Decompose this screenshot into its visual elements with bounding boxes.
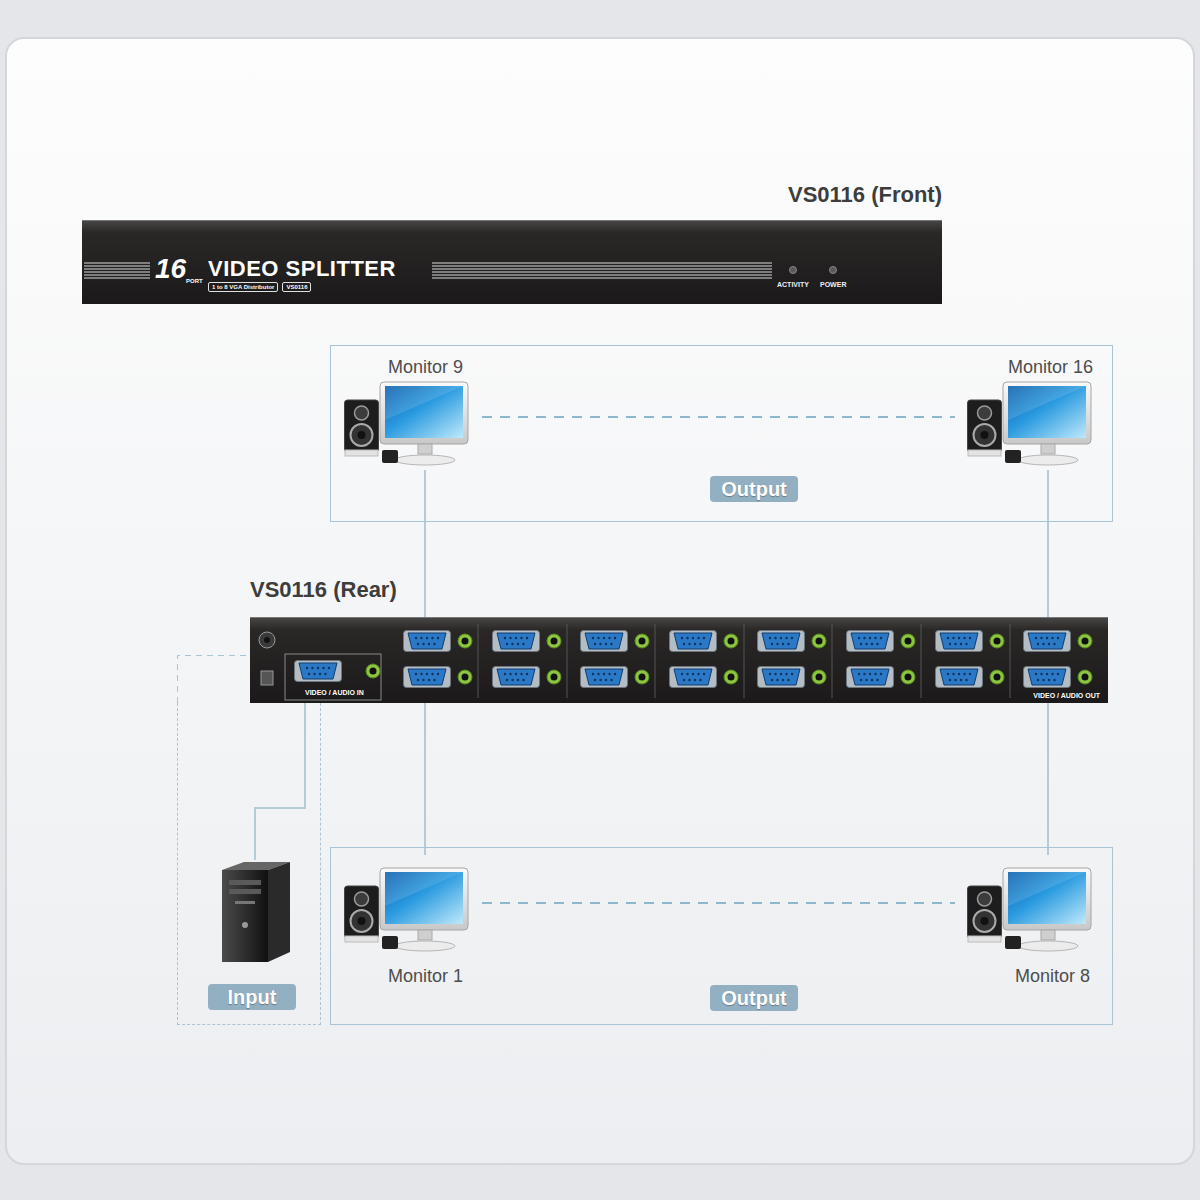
front-stripes [84, 263, 772, 278]
vga-output-port [758, 631, 805, 652]
vga-input-port [295, 661, 342, 682]
port-caption: PORT [186, 278, 203, 285]
monitor-icon [345, 868, 469, 951]
input-region-edge [178, 656, 250, 704]
monitor-label: Monitor 16 [1008, 357, 1093, 378]
video-cable [1047, 703, 1049, 855]
monitor-series-dash [482, 417, 955, 903]
power-switch [259, 632, 275, 648]
monitor-label: Monitor 9 [388, 357, 463, 378]
audio-output-jack [1078, 634, 1092, 648]
power-switch-center [264, 637, 270, 643]
monitor-icon [968, 868, 1092, 951]
monitor-label: Monitor 1 [388, 966, 463, 987]
audio-output-jack [547, 634, 561, 648]
audio-input-jack [366, 664, 380, 678]
input-badge: Input [208, 984, 296, 1010]
audio-output-jack [1078, 670, 1092, 684]
input-region: Input [177, 703, 321, 1025]
video-cable [1047, 470, 1049, 617]
vga-output-port [404, 631, 451, 652]
monitor-icon [968, 382, 1092, 465]
pc-side [268, 862, 290, 962]
pc-button [242, 922, 248, 928]
port-label: VIDEO / AUDIO OUT [1033, 692, 1100, 700]
pc-drive-bay [229, 889, 261, 894]
output-region: Monitor 1 Monitor 8 Output [330, 847, 1113, 1025]
rear-housing [250, 617, 1108, 703]
audio-output-jack [724, 634, 738, 648]
audio-output-jack [635, 670, 649, 684]
vga-output-port [493, 667, 540, 688]
vga-output-port [581, 667, 628, 688]
output-badge: Output [710, 985, 798, 1011]
vga-output-port [581, 631, 628, 652]
vga-output-port [1024, 631, 1071, 652]
vga-output-port [404, 667, 451, 688]
led-label: ACTIVITY [777, 281, 809, 289]
audio-output-jack [724, 670, 738, 684]
pc-slot [235, 901, 255, 904]
video-cable [424, 470, 426, 617]
audio-output-jack [458, 670, 472, 684]
panel-heading: VS0116 (Front) [788, 182, 942, 207]
vga-output-port [847, 631, 894, 652]
monitor-node: Monitor 16 [965, 355, 1105, 470]
product-subtitle: 1 to 8 VGA Distributor [208, 282, 278, 292]
vga-output-port [670, 631, 717, 652]
front-panel: VS0116 (Front)16PORTVIDEO SPLITTER1 to 8… [82, 220, 942, 304]
monitor-node: Monitor 9 [345, 355, 475, 470]
model-number: VS0116 [282, 282, 311, 292]
audio-output-jacks [458, 634, 1092, 684]
monitor-icon [345, 382, 469, 465]
vga-output-port [670, 667, 717, 688]
port-count: 16 [155, 255, 186, 283]
audio-output-jack [990, 670, 1004, 684]
audio-output-jack [990, 634, 1004, 648]
product-name: VIDEO SPLITTER [208, 258, 396, 280]
front-housing [82, 220, 942, 304]
power-jack [261, 671, 273, 685]
audio-output-jack [458, 634, 472, 648]
audio-output-jack [812, 634, 826, 648]
monitor-node: Monitor 1 [345, 855, 475, 990]
port-dividers [478, 624, 1010, 698]
vga-output-port [936, 667, 983, 688]
monitor-label: Monitor 8 [1015, 966, 1090, 987]
input-port-frame [285, 654, 381, 700]
pc-front [222, 870, 268, 962]
pc-drive-bay [229, 880, 261, 885]
monitor-node: Monitor 8 [965, 855, 1105, 990]
vga-output-port [493, 631, 540, 652]
port-label: VIDEO / AUDIO IN [305, 689, 364, 697]
activity-led [790, 267, 797, 274]
audio-output-jack [812, 670, 826, 684]
rear-highlight [250, 617, 1108, 618]
front-highlight [82, 220, 942, 221]
vga-output-port [847, 667, 894, 688]
vga-output-port [1024, 667, 1071, 688]
audio-output-jack [635, 634, 649, 648]
output-badge: Output [710, 476, 798, 502]
vga-output-ports [404, 631, 1071, 688]
output-region: Monitor 9 Monitor 16 Output [330, 345, 1113, 522]
audio-output-jack [901, 634, 915, 648]
audio-output-jack [547, 670, 561, 684]
power-led [830, 267, 837, 274]
vga-output-port [758, 667, 805, 688]
vga-output-port [936, 631, 983, 652]
led-label: POWER [820, 281, 846, 289]
video-cable [255, 703, 305, 860]
rear-panel: VS0116 (Rear)VIDEO / AUDIO INVIDEO / AUD… [250, 617, 1108, 703]
background-panel [6, 38, 1194, 1164]
panel-heading: VS0116 (Rear) [250, 577, 397, 602]
audio-output-jack [901, 670, 915, 684]
video-cable [424, 703, 426, 855]
